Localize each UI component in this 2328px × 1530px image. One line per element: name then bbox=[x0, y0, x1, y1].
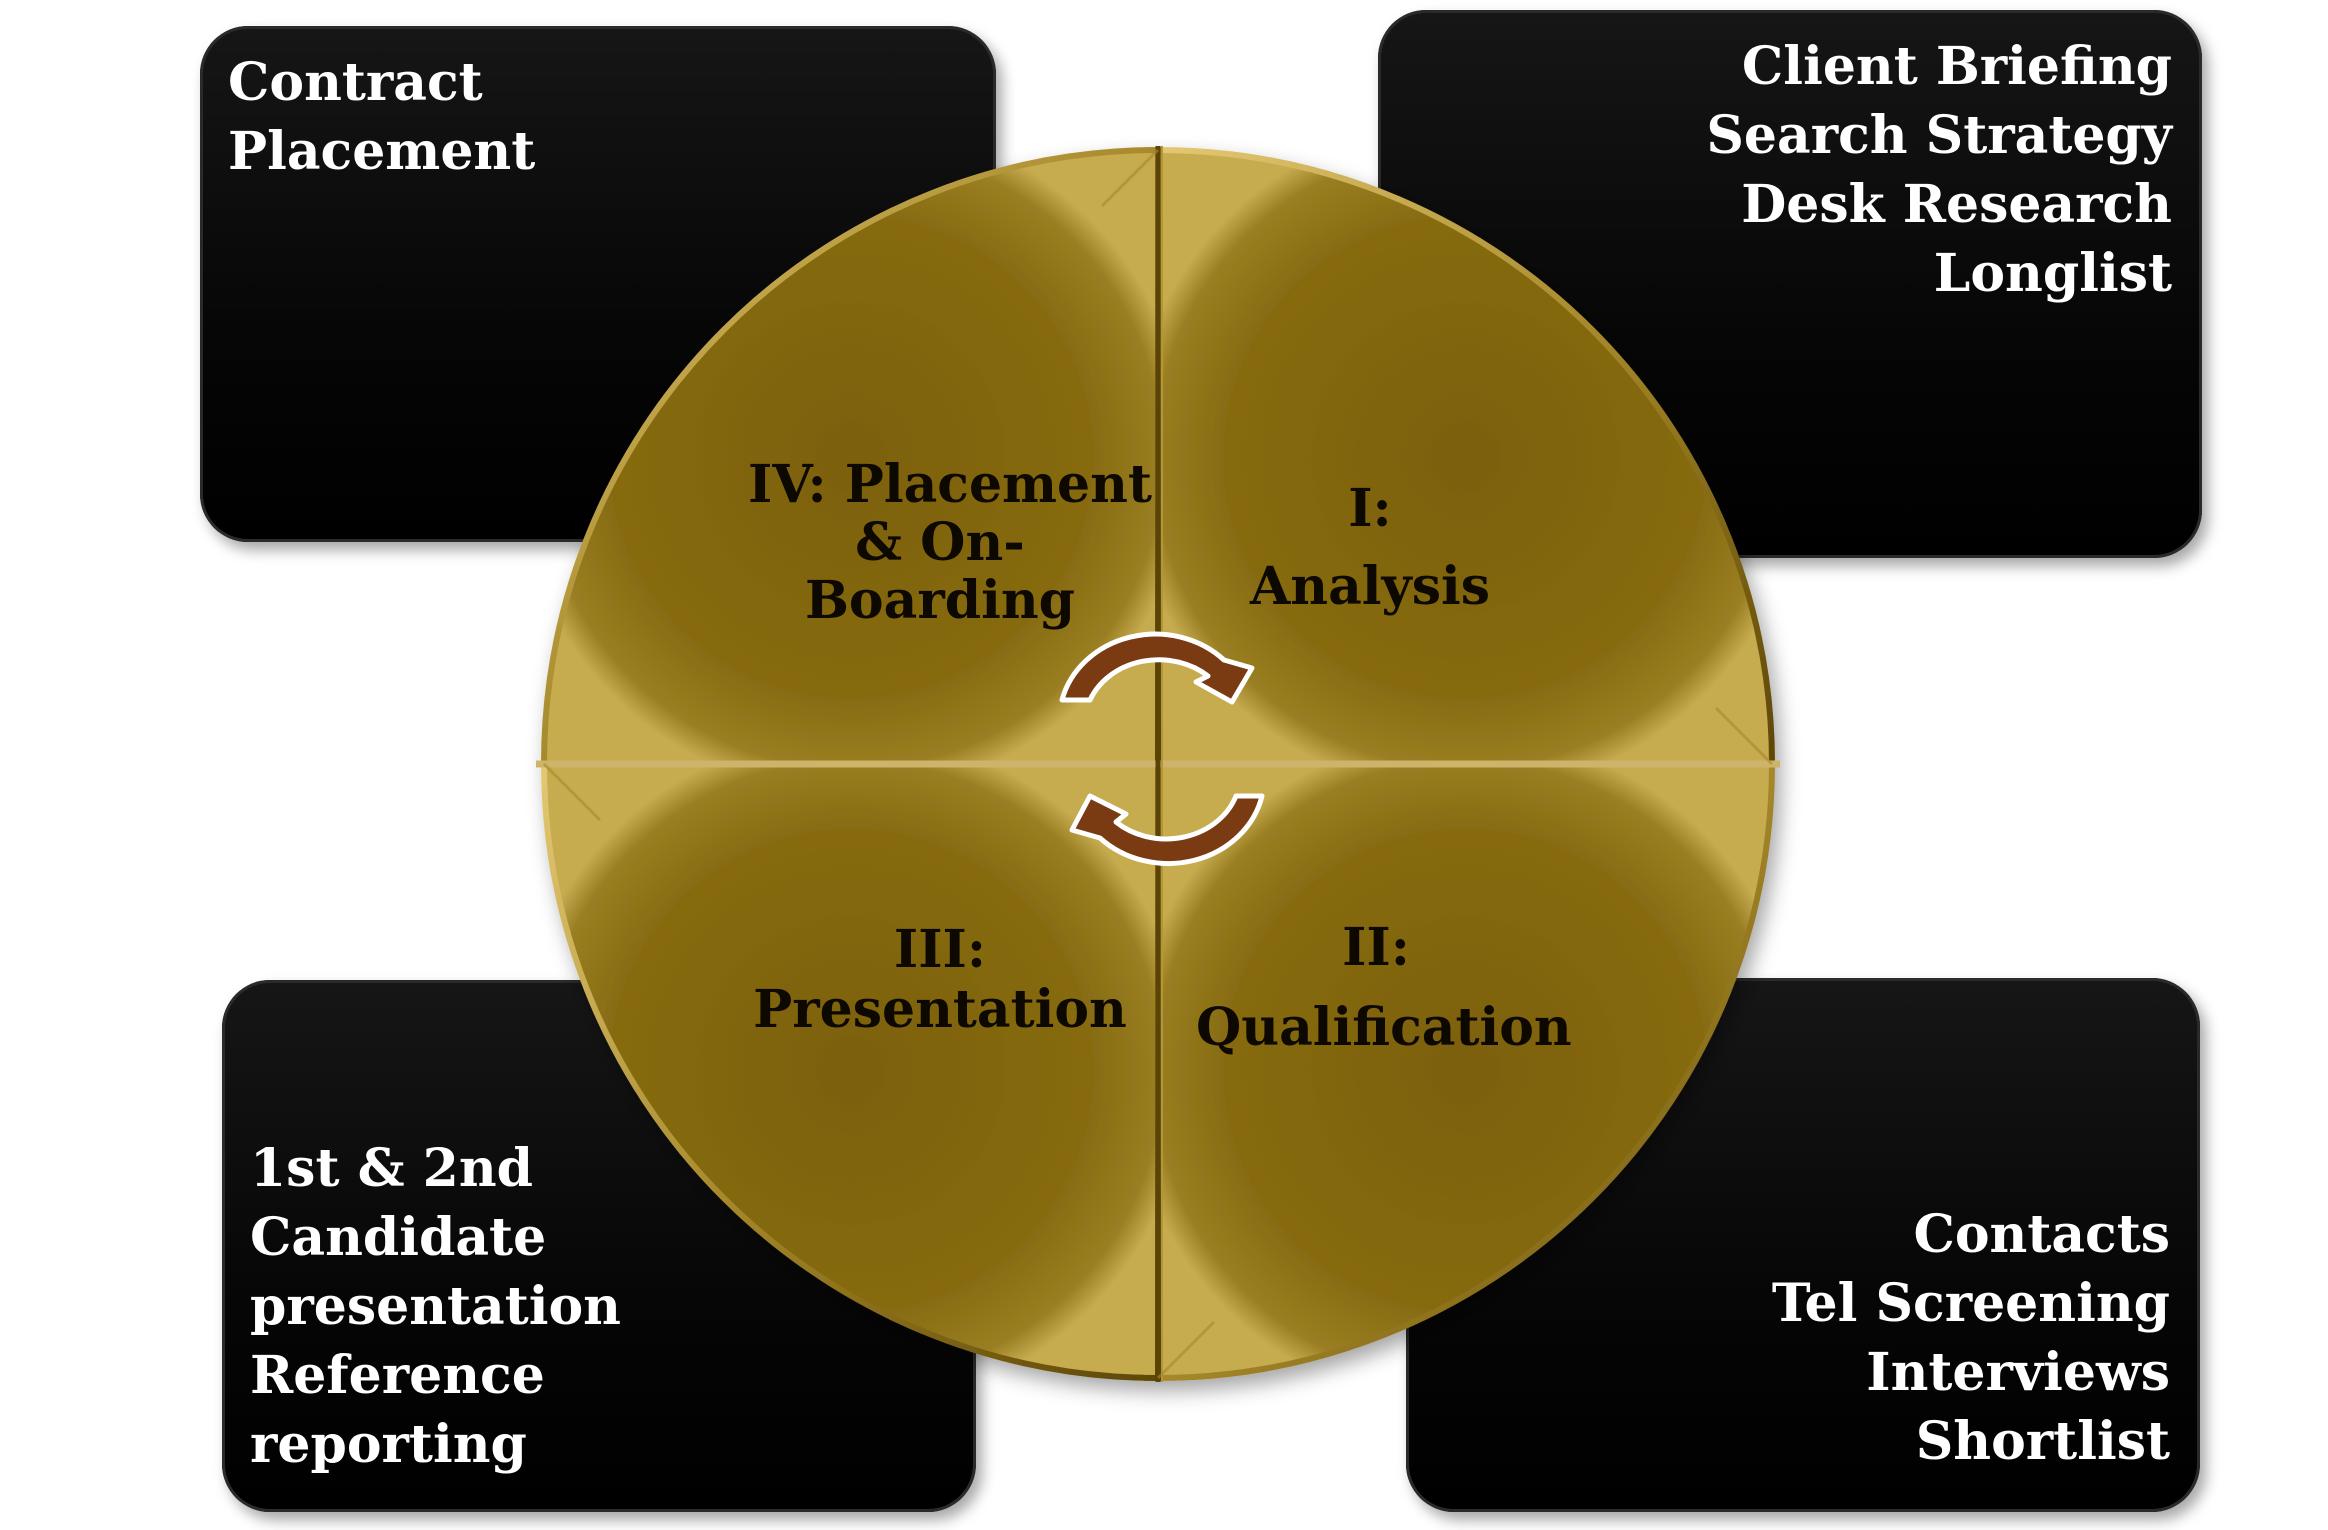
bevel-crease bbox=[1100, 148, 1160, 208]
quadrant-label-line: & On- bbox=[855, 512, 1025, 573]
box-line: Reference bbox=[250, 1345, 545, 1406]
box-line: Contract bbox=[228, 52, 483, 113]
box-line: Contacts bbox=[1913, 1204, 2170, 1265]
clockwise-arc-arrow-icon bbox=[1059, 631, 1255, 705]
box-line: Tel Screening bbox=[1771, 1273, 2170, 1334]
box-line: Shortlist bbox=[1915, 1411, 2170, 1472]
bevel-crease bbox=[1714, 706, 1774, 766]
box-line: Desk Research bbox=[1741, 174, 2172, 235]
quadrant-label-qualification: II: Qualification bbox=[1196, 908, 1572, 1068]
box-line: Client Briefing bbox=[1741, 36, 2172, 97]
quadrant-label-line: Presentation bbox=[753, 979, 1127, 1040]
bevel-crease bbox=[542, 762, 602, 822]
box-line: Search Strategy bbox=[1706, 105, 2172, 166]
quadrant-placement bbox=[540, 146, 1161, 767]
quadrant-label-line: II: bbox=[1342, 917, 1410, 978]
box-line: 1st & 2nd bbox=[250, 1138, 533, 1199]
quadrant-label-analysis: I: Analysis bbox=[1220, 470, 1520, 626]
box-line: presentation bbox=[250, 1276, 621, 1337]
quadrant-label-presentation: III: Presentation bbox=[750, 920, 1130, 1040]
bevel-crease bbox=[1156, 1320, 1216, 1380]
box-line: reporting bbox=[250, 1414, 527, 1475]
quadrant-label-line: IV: Placement bbox=[748, 454, 1152, 515]
quadrant-label-line: III: bbox=[893, 919, 987, 980]
quadrant-label-placement: IV: Placement & On- Boarding bbox=[748, 454, 1152, 631]
box-line: Interviews bbox=[1866, 1342, 2170, 1403]
quadrant-label-line: Boarding bbox=[804, 570, 1075, 631]
quadrant-analysis bbox=[1155, 146, 1776, 767]
box-line: Candidate bbox=[250, 1207, 547, 1268]
box-line: Placement bbox=[228, 121, 536, 182]
clockwise-arc-arrow-icon bbox=[1069, 793, 1265, 866]
quadrant-presentation bbox=[540, 761, 1161, 1382]
box-line: Longlist bbox=[1933, 243, 2172, 304]
quadrant-qualification bbox=[1155, 761, 1776, 1382]
quadrant-label-line: I: bbox=[1348, 478, 1392, 539]
quadrant-label-line: Analysis bbox=[1249, 556, 1491, 617]
quadrant-label-line: Qualification bbox=[1196, 997, 1572, 1058]
